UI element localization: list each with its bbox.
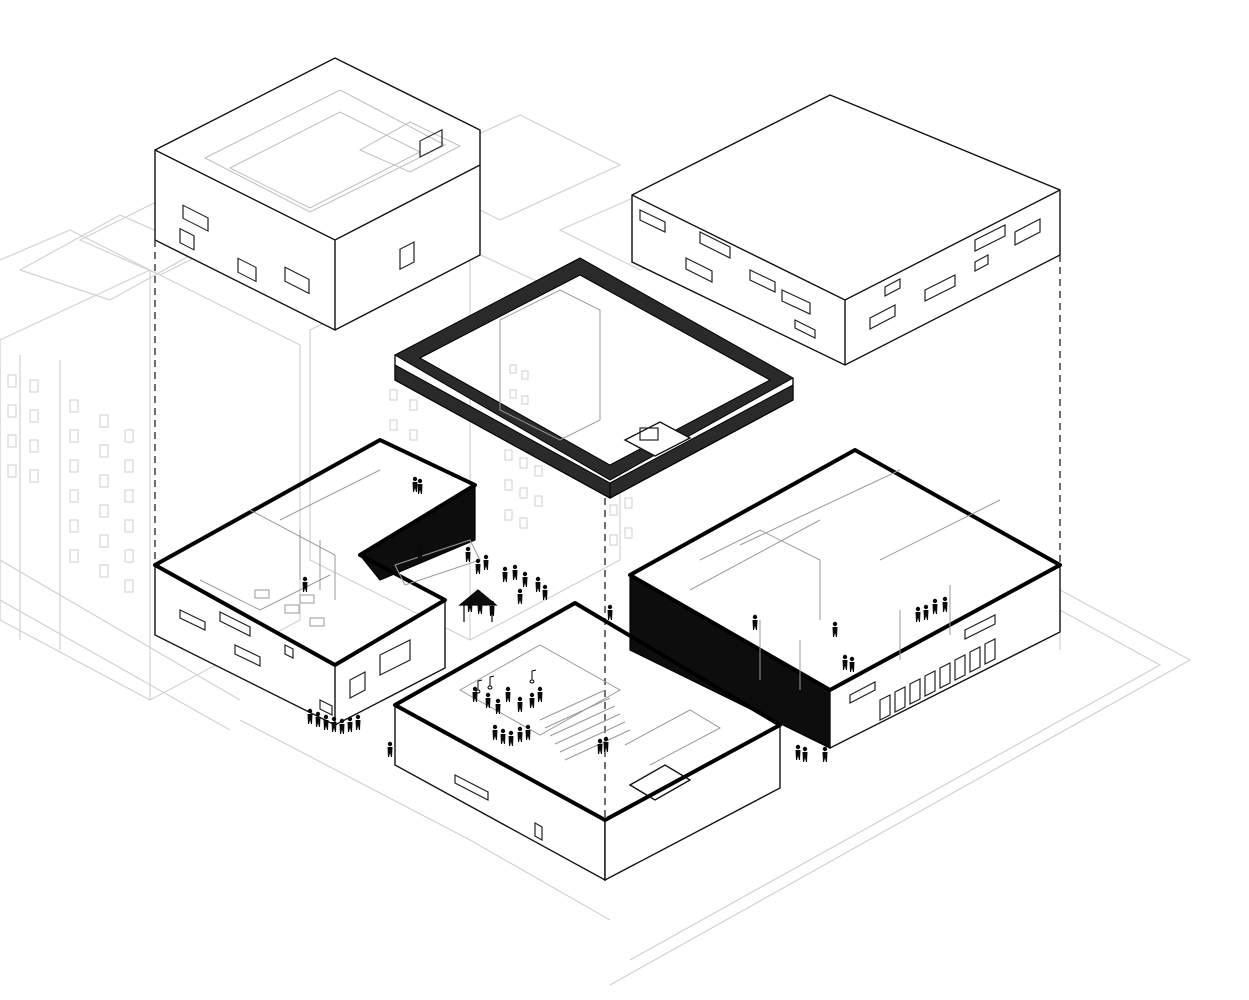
floating-volume-left [154,57,481,331]
person-silhouette [500,728,506,744]
person-silhouette [603,736,609,752]
left-volume-windows [179,128,443,295]
person-silhouette [932,598,938,614]
person-silhouette [502,566,508,582]
person-silhouette [492,724,498,740]
person-silhouette [537,686,543,702]
person-silhouette [387,741,393,757]
person-silhouette [542,584,548,600]
person-silhouette [842,654,848,670]
person-silhouette [485,692,491,708]
context-window-grid [7,374,134,593]
person-silhouette [331,716,337,732]
person-silhouette [472,686,478,702]
person-silhouette [512,564,518,580]
person-silhouette [517,696,523,712]
person-silhouette [915,606,921,622]
perforated-courtyard-ring [393,257,795,499]
volume-west [153,438,477,726]
person-silhouette [522,571,528,587]
person-silhouette [339,718,345,734]
person-silhouette [597,738,603,754]
west-facade-windows [179,609,411,716]
west-furniture [254,589,325,627]
person-silhouette [517,588,523,604]
person-silhouette [802,746,808,762]
person-silhouette [942,596,948,612]
person-silhouette [849,656,855,672]
person-silhouette [508,730,514,746]
person-silhouette [347,716,353,732]
person-silhouette [752,614,758,630]
person-silhouette [495,698,501,714]
person-silhouette [822,746,828,762]
person-silhouette [417,544,423,560]
person-silhouette [475,558,481,574]
person-silhouette [529,692,535,708]
person-silhouette [832,621,838,637]
person-silhouette [467,596,473,612]
volume-east-gallery [628,448,1062,750]
person-silhouette [302,576,308,592]
auditorium-seating [539,689,631,761]
projection-dashed-lines [154,240,1061,820]
person-silhouette [923,604,929,620]
person-silhouette [483,554,489,570]
person-silhouette [323,714,329,730]
person-silhouette [355,714,361,730]
music-note-icon [529,669,537,684]
person-silhouette [477,598,483,614]
music-note-icon [475,679,483,694]
right-volume-windows [639,209,1041,339]
people-silhouettes [302,476,948,762]
person-silhouette [517,726,523,742]
person-silhouette [417,478,423,494]
person-silhouette [307,708,313,724]
floating-volume-right [631,94,1061,366]
person-silhouette [315,711,321,727]
person-silhouette [535,576,541,592]
person-silhouette [465,546,471,562]
music-note-icon [487,675,495,690]
person-silhouette [607,604,613,620]
person-silhouette [525,724,531,740]
volume-south-auditorium [393,601,782,882]
east-facade-windows [849,614,996,721]
person-silhouette [489,600,495,616]
person-silhouette [505,686,511,702]
person-silhouette [795,744,801,760]
person-silhouette [412,476,418,492]
